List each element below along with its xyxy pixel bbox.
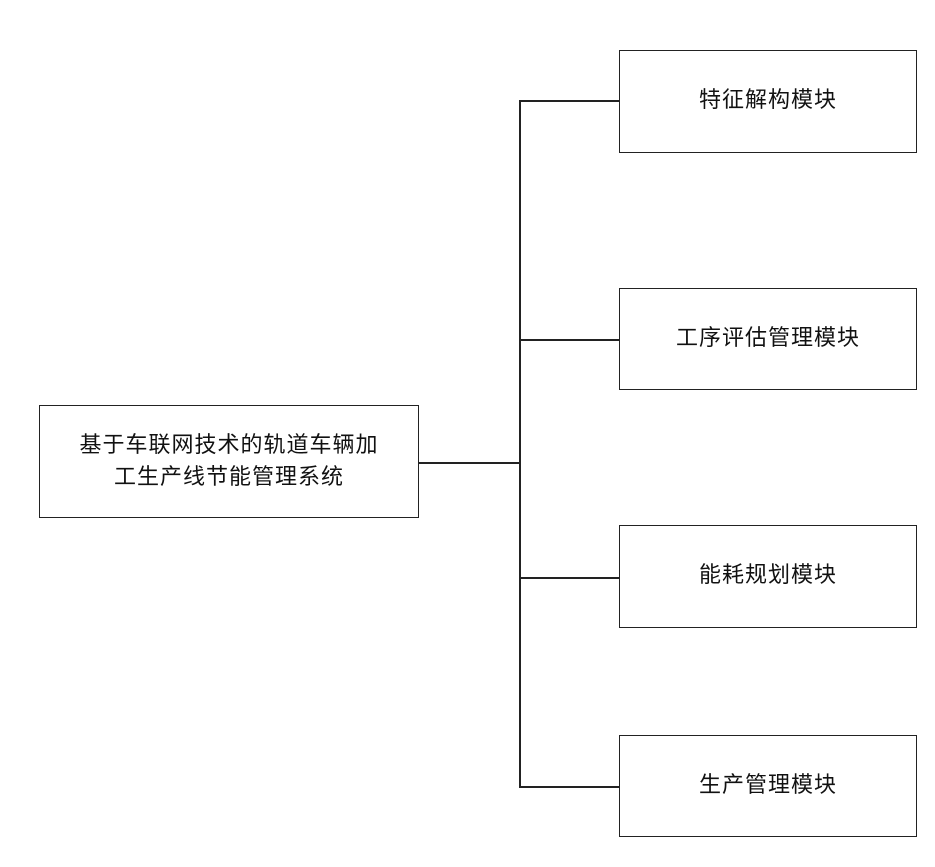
system-label-line1: 基于车联网技术的轨道车辆加: [79, 430, 378, 462]
trunk-connector: [419, 462, 520, 464]
module-label: 生产管理模块: [699, 771, 837, 802]
system-box: 基于车联网技术的轨道车辆加 工生产线节能管理系统: [39, 405, 419, 518]
module-box-feature-deconstruction: 特征解构模块: [619, 50, 917, 153]
module-box-energy-planning: 能耗规划模块: [619, 525, 917, 628]
module-box-process-evaluation: 工序评估管理模块: [619, 288, 917, 390]
branch-connector-3: [519, 577, 620, 579]
module-label: 能耗规划模块: [699, 561, 837, 592]
system-label-line2: 工生产线节能管理系统: [79, 462, 378, 494]
module-label: 特征解构模块: [699, 86, 837, 117]
system-label: 基于车联网技术的轨道车辆加 工生产线节能管理系统: [79, 430, 378, 494]
module-label: 工序评估管理模块: [676, 324, 860, 355]
module-box-production-management: 生产管理模块: [619, 735, 917, 837]
vertical-bus: [519, 100, 521, 787]
branch-connector-2: [519, 339, 620, 341]
branch-connector-1: [519, 100, 620, 102]
branch-connector-4: [519, 786, 620, 788]
